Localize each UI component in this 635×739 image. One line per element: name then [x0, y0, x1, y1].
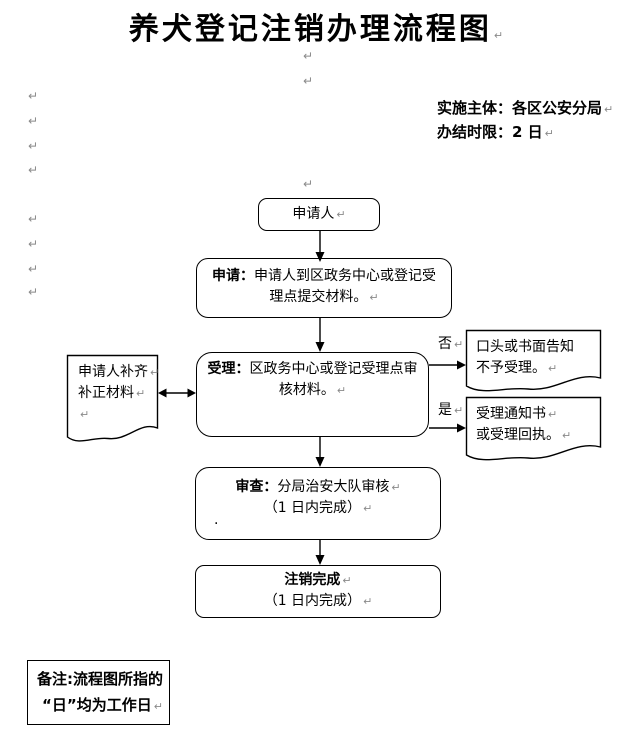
arrow-down-icon [315, 457, 325, 467]
flow-box-complete-line1: 注销完成 [284, 572, 341, 588]
arrow-right-icon [457, 360, 466, 370]
flow-box-complete: 注销完成↵ （1 日内完成）↵ [195, 565, 441, 618]
paragraph-mark-icon: ↵ [136, 387, 146, 400]
paragraph-mark-icon: ↵ [303, 49, 314, 63]
stray-dot: . [214, 512, 219, 528]
arrow-down-icon [315, 555, 325, 565]
flow-box-review-label: 审查： [235, 479, 278, 495]
doc-notice-text: 受理通知书↵ 或受理回执。↵ [476, 404, 571, 446]
note-box: 备注:流程图所指的 “日”均为工作日↵ [27, 660, 170, 725]
paragraph-mark-icon: ↵ [153, 700, 163, 713]
flow-box-review: 审查：分局治安大队审核↵ （1 日内完成）↵ . [195, 467, 441, 540]
arrow-down-icon [315, 252, 325, 262]
paragraph-mark-icon: ↵ [454, 338, 464, 351]
page-title-text: 养犬登记注销办理流程图 [128, 12, 492, 47]
branch-label-no: 否↵ [438, 333, 463, 353]
paragraph-mark-icon: ↵ [342, 574, 352, 587]
paragraph-mark-icon: ↵ [28, 139, 39, 153]
flow-box-applicant: 申请人↵ [258, 198, 380, 231]
note-line1: 备注:流程图所指的 [37, 670, 163, 688]
document-shape-reject [465, 329, 602, 392]
flow-box-applicant-text: 申请人 [292, 206, 335, 222]
info-block: 实施主体：各区公安分局↵ 办结时限：2 日↵ [437, 97, 613, 145]
flow-box-complete-line2: （1 日内完成） [263, 593, 362, 609]
doc-supplement-line1: 申请人补齐 [78, 364, 148, 380]
arrow-right-icon [457, 423, 466, 433]
paragraph-mark-icon: ↵ [336, 208, 346, 221]
doc-reject-line1: 口头或书面告知 [476, 339, 574, 355]
paragraph-mark-icon: ↵ [303, 74, 314, 88]
paragraph-mark-icon: ↵ [363, 502, 373, 515]
arrow-left-icon [158, 388, 167, 398]
paragraph-mark-icon: ↵ [548, 362, 558, 375]
branch-label-no-text: 否 [438, 336, 452, 352]
paragraph-mark-icon: ↵ [150, 366, 160, 379]
branch-label-yes: 是↵ [438, 399, 463, 419]
document-shape-supplement [66, 354, 159, 442]
paragraph-mark-icon: ↵ [28, 262, 39, 276]
paragraph-mark-icon: ↵ [303, 177, 314, 191]
page-title: 养犬登记注销办理流程图↵ [0, 4, 635, 48]
paragraph-mark-icon: ↵ [544, 127, 554, 140]
paragraph-mark-icon: ↵ [391, 481, 401, 494]
paragraph-mark-icon: ↵ [493, 29, 507, 42]
arrow-right-icon [187, 388, 196, 398]
flow-box-accept-label: 受理： [207, 361, 250, 377]
doc-reject-line2: 不予受理。 [476, 360, 546, 376]
paragraph-mark-icon: ↵ [604, 103, 614, 116]
doc-supplement-line2: 补正材料 [78, 385, 134, 401]
arrow-down-icon [315, 342, 325, 352]
doc-notice-line1: 受理通知书 [476, 406, 546, 422]
info-time-limit: 办结时限：2 日↵ [437, 121, 613, 145]
document-shape-notice [465, 396, 602, 461]
paragraph-mark-icon: ↵ [28, 163, 39, 177]
info-implementer-text: 实施主体：各区公安分局 [437, 99, 603, 117]
doc-reject-text: 口头或书面告知 不予受理。↵ [476, 337, 574, 379]
flow-box-review-line2: （1 日内完成） [263, 500, 362, 516]
paragraph-mark-icon: ↵ [562, 429, 572, 442]
flow-box-apply-line2: 理点提交材料。 [269, 289, 368, 305]
doc-supplement-text: 申请人补齐↵ 补正材料↵ ↵ [78, 362, 159, 425]
flow-box-review-line1: 分局治安大队审核 [277, 479, 390, 495]
flow-box-apply-label: 申请： [212, 268, 254, 284]
paragraph-mark-icon: ↵ [80, 408, 90, 421]
paragraph-mark-icon: ↵ [28, 89, 39, 103]
info-time-limit-text: 办结时限：2 日 [437, 123, 543, 141]
paragraph-mark-icon: ↵ [28, 237, 39, 251]
flow-box-accept-line2: 核材料。 [278, 382, 335, 398]
paragraph-mark-icon: ↵ [369, 291, 379, 304]
paragraph-mark-icon: ↵ [454, 404, 464, 417]
paragraph-mark-icon: ↵ [363, 595, 373, 608]
paragraph-mark-icon: ↵ [548, 408, 558, 421]
note-line2: “日”均为工作日 [42, 696, 152, 714]
flow-box-accept: 受理：区政务中心或登记受理点审 核材料。↵ [196, 352, 429, 437]
paragraph-mark-icon: ↵ [28, 114, 39, 128]
flow-box-apply: 申请：申请人到区政务中心或登记受 理点提交材料。↵ [196, 258, 452, 318]
branch-label-yes-text: 是 [438, 402, 452, 418]
info-implementer: 实施主体：各区公安分局↵ [437, 97, 613, 121]
paragraph-mark-icon: ↵ [28, 212, 39, 226]
doc-notice-line2: 或受理回执。 [476, 427, 560, 443]
flow-box-accept-line1: 区政务中心或登记受理点审 [249, 361, 418, 377]
flow-box-apply-line1: 申请人到区政务中心或登记受 [254, 268, 436, 284]
paragraph-mark-icon: ↵ [336, 384, 347, 397]
paragraph-mark-icon: ↵ [28, 285, 39, 299]
